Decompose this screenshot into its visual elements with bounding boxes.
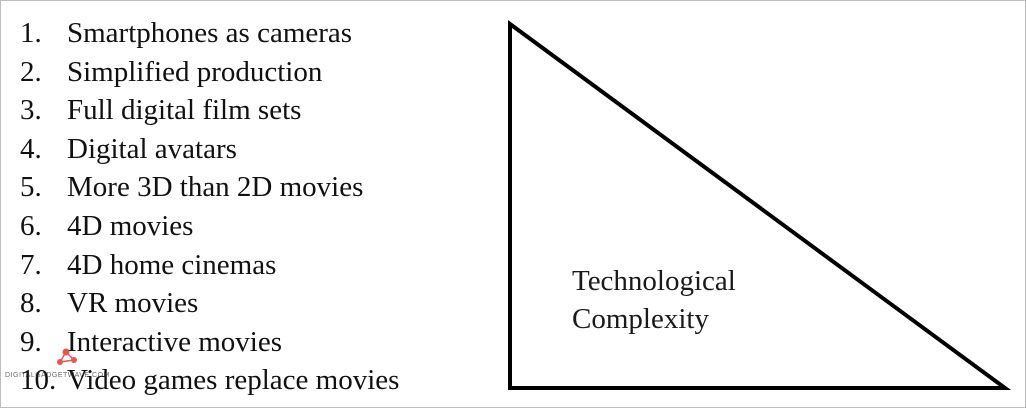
triangle-label-line-2: Complexity xyxy=(572,303,709,335)
list-item-text: VR movies xyxy=(67,287,199,320)
list-item-number: 9. xyxy=(20,325,42,358)
triangle-shape xyxy=(508,20,1012,390)
molecule-icon xyxy=(57,348,77,365)
list-item-number: 5. xyxy=(20,171,42,204)
list-item-number: 2. xyxy=(20,55,42,88)
list-item-text: More 3D than 2D movies xyxy=(67,171,364,204)
list-item-text: Video games replace movies xyxy=(67,364,400,397)
logo-dot xyxy=(57,359,63,365)
list-item-text: Smartphones as cameras xyxy=(67,17,353,49)
list-item-number: 1. xyxy=(20,17,42,49)
watermark-logo xyxy=(57,348,77,365)
logo-dot xyxy=(62,348,70,356)
complexity-triangle xyxy=(508,20,1012,390)
list-item-text: Digital avatars xyxy=(67,132,237,165)
list-item-number: 3. xyxy=(20,94,42,127)
list-item-text: Simplified production xyxy=(67,55,323,88)
logo-dot xyxy=(71,357,77,363)
list-item-text: Interactive movies xyxy=(67,325,282,358)
list-item-number: 10. xyxy=(20,364,57,397)
triangle-label-line-1: Technological xyxy=(572,265,736,297)
list-item-text: 4D home cinemas xyxy=(67,248,277,281)
list-item-number: 8. xyxy=(20,287,42,320)
list-item-number: 6. xyxy=(20,209,42,242)
list-item-number: 4. xyxy=(20,132,42,165)
triangle-label: Technological Complexity xyxy=(572,262,736,338)
list-item-text: 4D movies xyxy=(67,209,194,242)
watermark-text: DIGITALGADGETWAVE.COM xyxy=(5,372,110,379)
list-item-number: 7. xyxy=(20,248,42,281)
list-item-text: Full digital film sets xyxy=(67,94,302,127)
